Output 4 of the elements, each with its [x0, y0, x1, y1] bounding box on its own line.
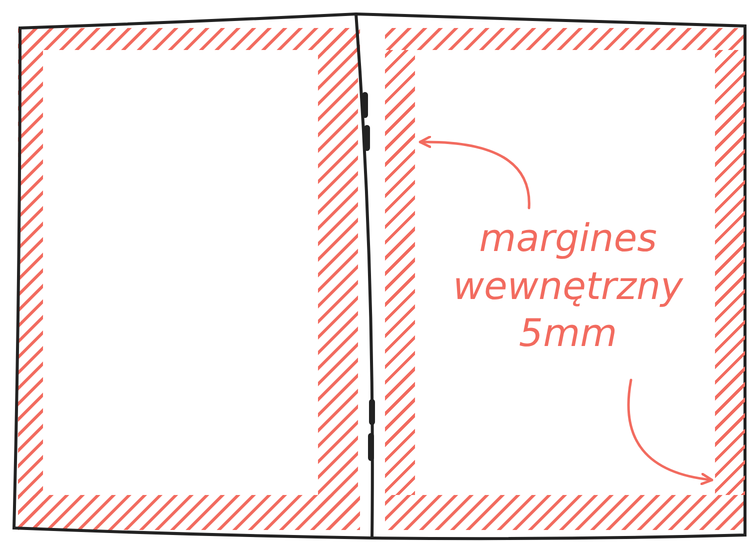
leader-line — [418, 136, 530, 210]
hatched-margin — [715, 50, 745, 495]
leader-line — [627, 378, 714, 485]
annotation-text: margines wewnętrzny 5mm — [418, 215, 718, 358]
